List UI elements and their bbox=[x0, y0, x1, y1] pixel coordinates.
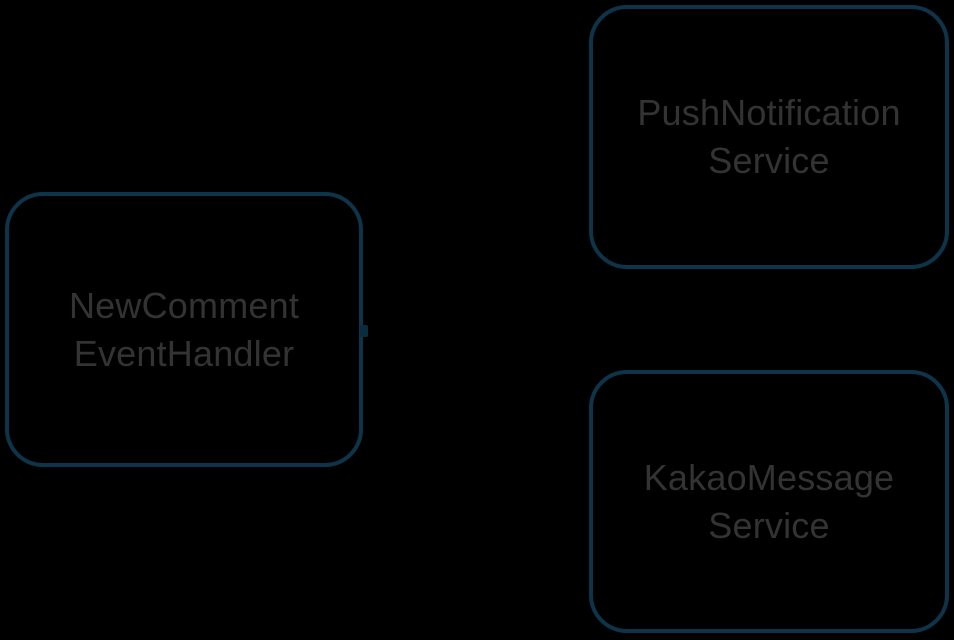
node-new-comment-event-handler[interactable]: NewComment EventHandler bbox=[5, 192, 363, 467]
node-kakao-message-service[interactable]: KakaoMessage Service bbox=[589, 370, 949, 633]
node-label-new-comment-event-handler: NewComment EventHandler bbox=[68, 284, 300, 374]
node-label-kakao-message-service: KakaoMessage Service bbox=[643, 456, 895, 546]
node-label-push-notification-service: PushNotification Service bbox=[637, 92, 901, 181]
connector-stub-handler-to-services bbox=[360, 325, 368, 337]
node-push-notification-service[interactable]: PushNotification Service bbox=[589, 5, 949, 269]
